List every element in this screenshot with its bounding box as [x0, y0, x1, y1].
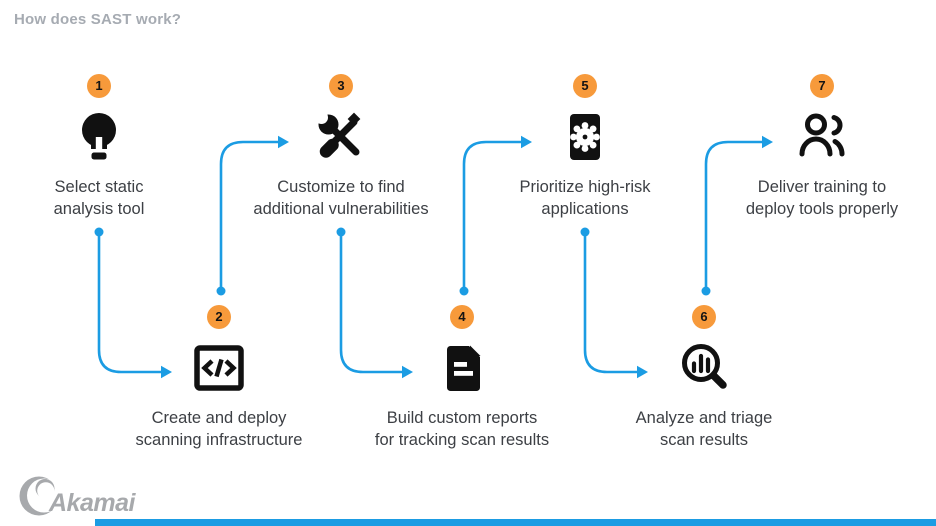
step-1: 1 Select static analysis tool [0, 74, 209, 220]
step-label: Build custom reports for tracking scan r… [374, 409, 550, 449]
step-number-badge: 2 [207, 305, 231, 329]
step-number-badge: 4 [450, 305, 474, 329]
tools-icon [313, 109, 369, 165]
report-icon [434, 340, 490, 396]
step-7: 7 Deliver training to deploy tools prope… [712, 74, 932, 220]
step-label: Prioritize high-risk applications [519, 178, 651, 218]
step-label: Deliver training to deploy tools properl… [745, 178, 899, 218]
step-label: Select static analysis tool [53, 178, 145, 218]
step-3: 3 Customize to find additional vulnerabi… [231, 74, 451, 220]
lightbulb-icon [71, 109, 127, 165]
akamai-logo-mark [19, 476, 61, 516]
akamai-logo: Akamai [19, 476, 137, 517]
page-title: How does SAST work? [14, 11, 182, 28]
search-chart-icon [676, 340, 732, 396]
step-number-badge: 7 [810, 74, 834, 98]
step-number-badge: 6 [692, 305, 716, 329]
team-icon [794, 109, 850, 165]
akamai-logo-text: Akamai [48, 489, 136, 517]
step-label: Customize to find additional vulnerabili… [253, 178, 429, 218]
step-6: 6 Analyze and triage scan results [594, 305, 814, 451]
step-5: 5 Prioritize high-risk applications [475, 74, 695, 220]
step-label: Analyze and triage scan results [635, 409, 773, 449]
malware-icon [557, 109, 613, 165]
step-label: Create and deploy scanning infrastructur… [135, 409, 303, 449]
step-number-badge: 3 [329, 74, 353, 98]
step-number-badge: 5 [573, 74, 597, 98]
step-4: 4 Build custom reports for tracking scan… [352, 305, 572, 451]
footer-accent-bar [95, 519, 936, 526]
code-icon [191, 340, 247, 396]
step-2: 2 Create and deploy scanning infrastruct… [109, 305, 329, 451]
step-number-badge: 1 [87, 74, 111, 98]
